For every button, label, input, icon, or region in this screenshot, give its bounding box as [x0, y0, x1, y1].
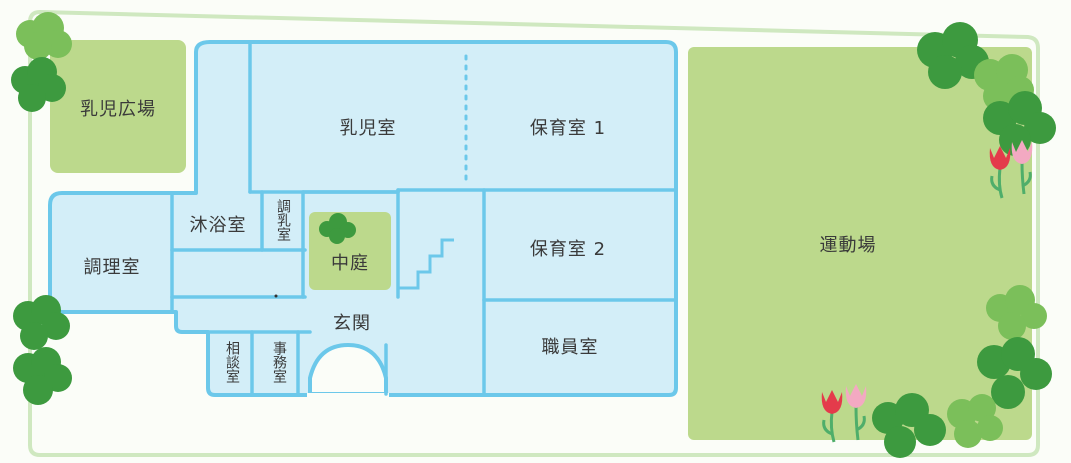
room-label-formula: 調乳室 [275, 199, 291, 241]
tree-icon [13, 295, 70, 350]
entrance-arch [308, 342, 388, 396]
tree-icon [983, 91, 1056, 156]
room-label-playground: 運動場 [819, 235, 877, 256]
tree-icon [872, 393, 946, 458]
tulip-icon [1011, 140, 1033, 195]
room-label-nursery-1: 保育室 1 [529, 118, 607, 139]
tree-icon [977, 337, 1052, 409]
room-label-staff: 職員室 [541, 337, 599, 358]
room-label-bath: 沐浴室 [189, 215, 247, 236]
tree-icon [986, 285, 1047, 340]
room-label-infant-room: 乳児室 [339, 118, 397, 139]
stairs-icon [398, 238, 454, 290]
playground-area [688, 47, 1032, 440]
tulip-icon [821, 390, 843, 443]
site-boundary [28, 9, 1040, 457]
interior-walls [170, 42, 676, 396]
room-label-office: 事務室 [271, 341, 287, 383]
tree-icon [13, 347, 72, 405]
room-label-courtyard: 中庭 [331, 253, 369, 274]
room-label-infant-plaza: 乳児広場 [80, 99, 156, 120]
tulip-icon [989, 146, 1011, 199]
room-label-nursery-2: 保育室 2 [529, 239, 607, 260]
tree-icon [16, 12, 72, 60]
room-label-consult: 相談室 [224, 341, 240, 383]
room-label-kitchen: 調理室 [83, 257, 141, 278]
room-label-entrance: 玄関 [333, 313, 371, 334]
tulip-icon [845, 384, 867, 441]
infant-plaza-area [50, 40, 186, 173]
tree-icon [947, 394, 1003, 448]
tree-icon [917, 22, 989, 89]
courtyard-tree-icon [319, 213, 356, 244]
tree-icon [11, 57, 66, 112]
